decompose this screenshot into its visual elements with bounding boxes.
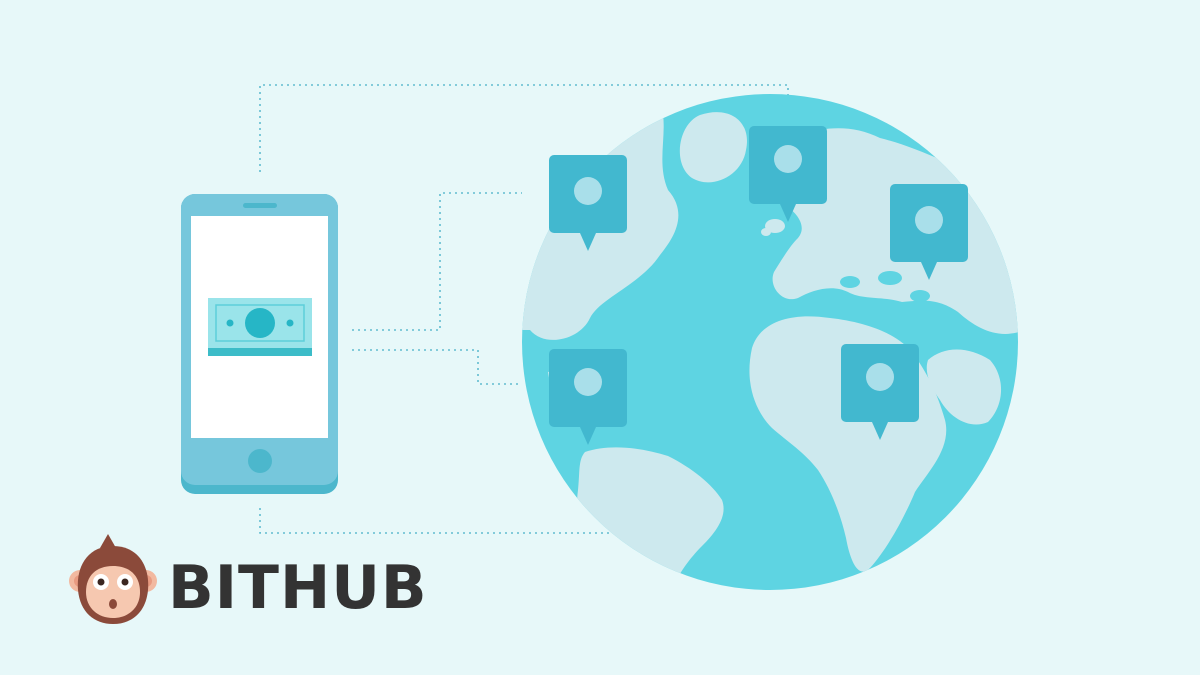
location-pin-icon bbox=[549, 126, 968, 445]
monkey-face-icon bbox=[69, 534, 157, 624]
brand-name: BITHUB bbox=[168, 553, 428, 623]
phone-home-button bbox=[248, 449, 272, 473]
connector-lines bbox=[259, 84, 881, 534]
pin-asia bbox=[890, 184, 968, 280]
pin-europe-north bbox=[749, 126, 827, 222]
phone-speaker bbox=[243, 203, 277, 208]
inland-seas bbox=[840, 271, 930, 302]
pin-americas-south bbox=[549, 349, 627, 445]
pin-americas-north bbox=[549, 155, 627, 251]
connector-top bbox=[259, 84, 789, 172]
pin-africa bbox=[841, 344, 919, 440]
banknote-icon bbox=[208, 298, 312, 356]
connector-bottom bbox=[259, 470, 881, 534]
connector-mid-lower bbox=[352, 349, 520, 385]
connector-mid-upper bbox=[352, 192, 522, 331]
